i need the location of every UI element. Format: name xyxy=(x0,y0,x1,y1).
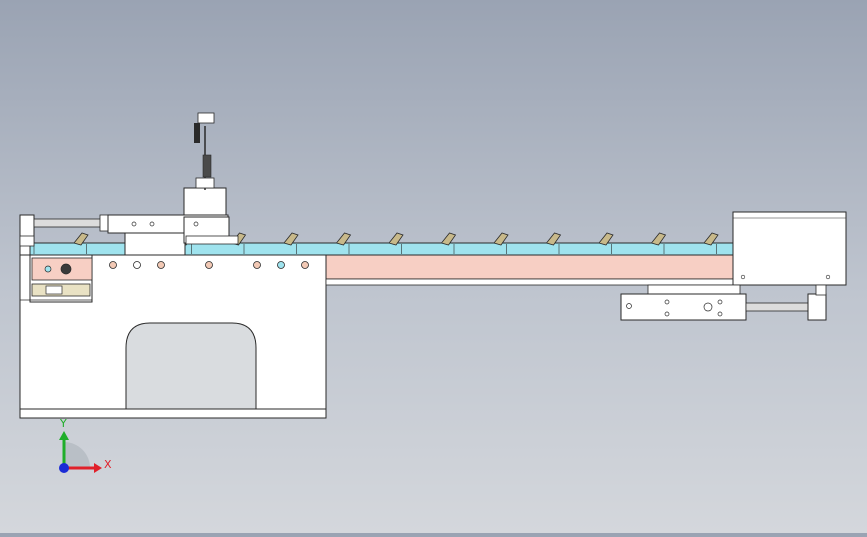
right-slide-top xyxy=(647,284,741,295)
right-cylinder-bracket xyxy=(815,284,827,296)
triad-y-label: Y xyxy=(59,417,67,430)
track-bracket xyxy=(73,232,89,246)
track-bracket xyxy=(598,232,614,246)
right-slide-hole xyxy=(664,311,670,317)
frame-hole xyxy=(157,261,165,269)
left-cylinder-foot xyxy=(19,235,35,247)
rail-pink-body xyxy=(325,254,736,280)
right-slide-hole xyxy=(664,299,670,305)
left-hex-nut xyxy=(60,263,72,275)
actuator-block xyxy=(124,232,186,256)
left-cylinder xyxy=(19,214,109,247)
right-slide-hole xyxy=(717,299,723,305)
track-bracket xyxy=(650,232,667,246)
motor-bolt xyxy=(740,274,746,280)
right-cylinder xyxy=(620,284,827,321)
frame-holes xyxy=(109,261,309,269)
right-slide xyxy=(620,293,747,321)
motor-bolt xyxy=(825,274,831,280)
actuator-sensor-mid xyxy=(202,154,212,178)
frame-hole xyxy=(253,261,261,269)
track-bracket xyxy=(335,232,352,246)
actuator-small-plate xyxy=(185,235,239,245)
vertical-actuator xyxy=(107,112,239,256)
frame-arch-opening xyxy=(125,322,257,410)
actuator-mount xyxy=(183,187,227,219)
frame-hole xyxy=(205,261,213,269)
cylinder-body xyxy=(33,218,107,228)
slide-bolt xyxy=(149,221,155,227)
actuator-top-clamp xyxy=(197,112,215,124)
motor-housing xyxy=(732,211,847,286)
triad-z-dot xyxy=(59,463,69,473)
coordinate-triad-icon: X Y xyxy=(59,417,112,473)
right-slide-hole xyxy=(717,311,723,317)
right-cylinder-rod xyxy=(745,302,811,312)
actuator-base-cap xyxy=(195,177,215,189)
motor-box xyxy=(732,211,847,286)
slide-bolt xyxy=(131,221,137,227)
track-bracket xyxy=(493,232,509,246)
left-slot-detail xyxy=(45,285,63,295)
triad-x-label: X xyxy=(104,458,112,471)
triad-y-arrow xyxy=(59,431,69,440)
frame-hole xyxy=(277,261,285,269)
frame-hole xyxy=(133,261,141,269)
track-bracket xyxy=(388,232,404,246)
frame-hole xyxy=(301,261,309,269)
right-slide-hole xyxy=(626,303,632,309)
track-bracket xyxy=(283,232,299,246)
cylinder-end xyxy=(99,214,109,232)
right-slide-hole xyxy=(703,302,713,312)
frame-body xyxy=(19,214,327,419)
track-bracket xyxy=(545,232,562,246)
left-cyan-hole xyxy=(44,265,52,273)
actuator-sensor-top xyxy=(194,123,200,143)
track-dividers xyxy=(33,244,717,254)
track-bracket xyxy=(440,232,457,246)
slide-bolt xyxy=(193,221,199,227)
frame-hole xyxy=(109,261,117,269)
track-bracket xyxy=(703,232,719,246)
rail-bottom-strip xyxy=(325,278,736,286)
triad-arc xyxy=(64,442,90,468)
triad-x-arrow xyxy=(94,463,102,473)
right-cylinder-end xyxy=(807,293,827,321)
